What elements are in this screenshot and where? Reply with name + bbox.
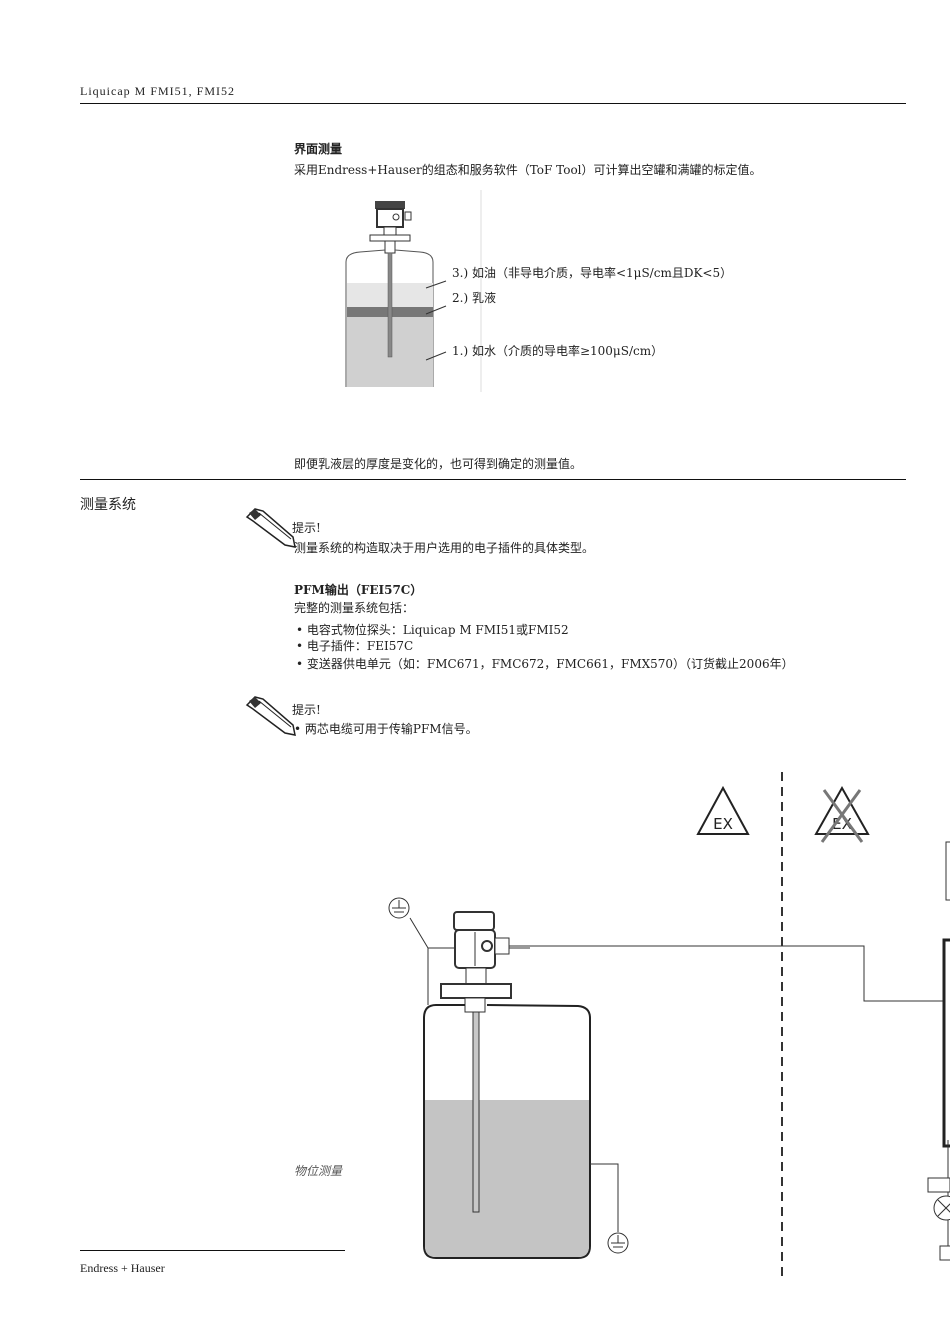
header-rule <box>80 103 906 104</box>
layer-label-emulsion: 2.) 乳液 <box>452 289 496 306</box>
label-text: 乳液 <box>471 291 496 305</box>
hint-title: 提示! <box>292 521 321 535</box>
footer-brand: Endress + Hauser <box>80 1261 165 1275</box>
list-item: • 电子插件：FEI57C <box>296 639 414 653</box>
section-rule <box>80 479 906 480</box>
pfm-intro: 完整的测量系统包括： <box>294 601 415 615</box>
footer-rule <box>80 1250 345 1251</box>
figure-caption: 物位测量 <box>294 1164 343 1178</box>
list-item: • 电容式物位探头：Liquicap M FMI51或FMI52 <box>296 623 569 637</box>
label-text: 如油（非导电介质，导电率<1μS/cm且DK<5） <box>471 266 733 280</box>
interface-note: 即便乳液层的厚度是变化的，也可得到确定的测量值。 <box>294 457 583 471</box>
system-heading: 测量系统 <box>80 497 136 513</box>
probe-head <box>369 201 412 254</box>
svg-text:EX: EX <box>713 815 733 833</box>
label-number: 3.) <box>452 266 469 280</box>
ground-icon <box>388 897 410 919</box>
tank <box>345 249 447 387</box>
section-heading: 界面测量 <box>294 142 343 156</box>
layer-label-oil: 3.) 如油（非导电介质，导电率<1μS/cm且DK<5） <box>452 264 732 281</box>
ground-icon <box>607 1232 629 1254</box>
power-supply-unit <box>942 841 950 1148</box>
tank <box>423 1004 591 1259</box>
hint-text: • 两芯电缆可用于传输PFM信号。 <box>294 722 478 736</box>
non-ex-zone-icon: EX <box>814 785 870 843</box>
label-number: 2.) <box>452 291 469 305</box>
pencil-icon <box>245 696 296 736</box>
intro-paragraph: 采用Endress+Hauser的组态和服务软件（ToF Tool）可计算出空罐… <box>294 163 762 177</box>
hint-text: 测量系统的构造取决于用户选用的电子插件的具体类型。 <box>294 541 595 555</box>
list-item: • 变送器供电单元（如：FMC671，FMC672，FMC661，FMX570）… <box>296 657 794 671</box>
valve-icon <box>927 1140 950 1261</box>
layer-label-water: 1.) 如水（介质的导电率≥100μS/cm） <box>452 342 663 359</box>
label-text: 如水（介质的导电率≥100μS/cm） <box>471 344 664 358</box>
pencil-icon <box>245 508 296 548</box>
ex-zone-icon: EX <box>696 785 750 835</box>
transmitter-head <box>440 911 512 1013</box>
hint-title: 提示! <box>292 703 321 717</box>
pfm-heading: PFM输出（FEI57C） <box>294 583 423 597</box>
label-number: 1.) <box>452 344 469 358</box>
header-title: Liquicap M FMI51, FMI52 <box>80 84 235 98</box>
